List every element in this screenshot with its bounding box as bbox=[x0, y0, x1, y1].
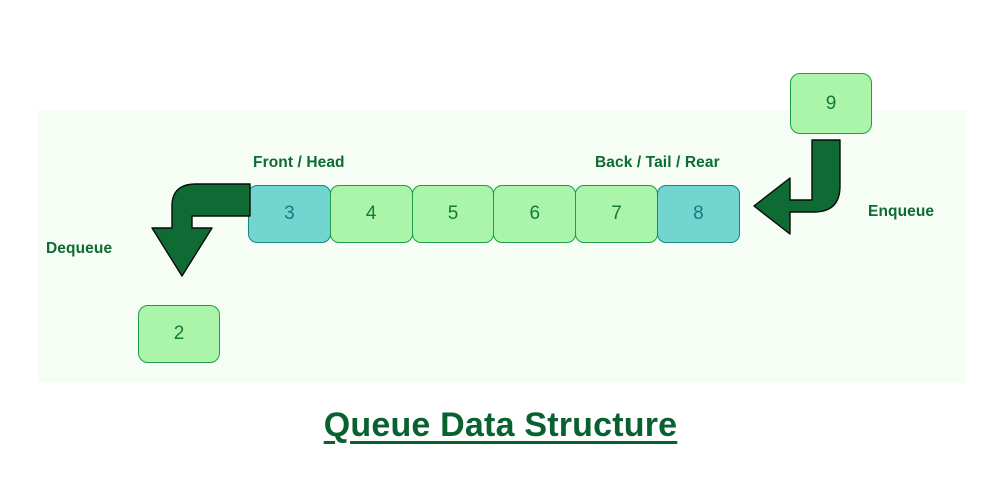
queue-container: 3 4 5 6 7 8 bbox=[248, 185, 745, 243]
queue-cell-2[interactable]: 5 bbox=[411, 185, 495, 243]
queue-cell-4[interactable]: 7 bbox=[575, 185, 658, 243]
queue-cell-5[interactable]: 8 bbox=[656, 185, 740, 243]
back-tail-rear-label: Back / Tail / Rear bbox=[595, 154, 720, 171]
page-title: Queue Data Structure bbox=[323, 406, 678, 444]
dequeue-value-box[interactable]: 2 bbox=[138, 305, 220, 363]
queue-cell-0[interactable]: 3 bbox=[248, 185, 331, 243]
enqueue-arrow-icon bbox=[753, 139, 841, 235]
front-head-label: Front / Head bbox=[253, 154, 345, 171]
dequeue-label: Dequeue bbox=[46, 240, 113, 257]
dequeue-arrow-icon bbox=[151, 183, 251, 277]
enqueue-label: Enqueue bbox=[868, 203, 935, 220]
enqueue-value-box[interactable]: 9 bbox=[790, 73, 872, 134]
queue-cell-1[interactable]: 4 bbox=[329, 185, 413, 243]
queue-cell-3[interactable]: 6 bbox=[493, 185, 577, 243]
